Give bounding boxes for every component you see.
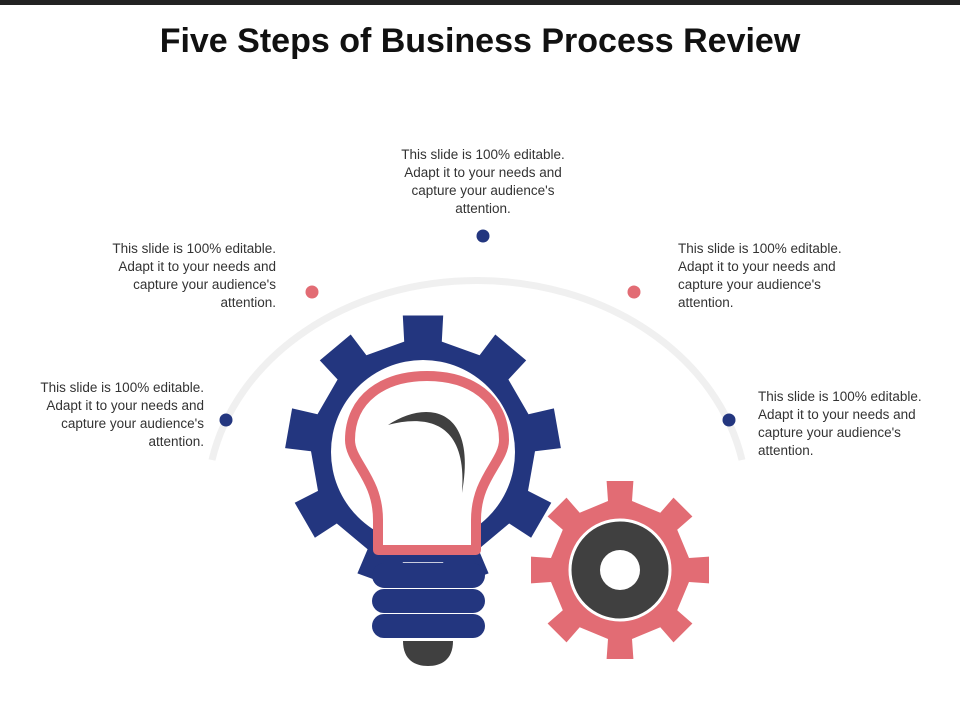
step-5-text: This slide is 100% editable. Adapt it to… (758, 389, 922, 458)
step-3-text: This slide is 100% editable. Adapt it to… (401, 147, 565, 216)
step-1-dot (219, 413, 233, 427)
bulb-base-ring-3 (372, 614, 485, 638)
arc-track (208, 277, 746, 461)
step-3-dot (476, 229, 490, 243)
step-4-text: This slide is 100% editable. Adapt it to… (678, 241, 842, 310)
light-bulb-icon (345, 371, 509, 666)
slide-title: Five Steps of Business Process Review (159, 22, 801, 60)
bulb-base-ring-1 (372, 563, 485, 588)
step-2-text: This slide is 100% editable. Adapt it to… (112, 241, 276, 310)
step-2-dot (305, 285, 319, 299)
bulb-base-ring-2 (372, 589, 485, 613)
bulb-outline (345, 371, 509, 555)
bulb-tip (403, 641, 453, 666)
step-5-dot (722, 413, 736, 427)
step-4-dot (627, 285, 641, 299)
top-bar (0, 0, 960, 5)
step-1-text: This slide is 100% editable. Adapt it to… (40, 380, 204, 449)
small-gear-hole (600, 550, 640, 590)
